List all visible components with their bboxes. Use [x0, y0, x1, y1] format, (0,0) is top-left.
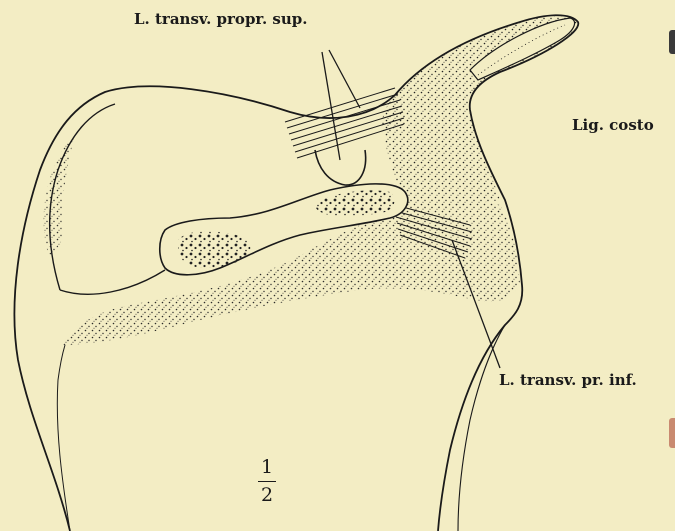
leader-sup-2: [329, 50, 360, 108]
edge-mark-red: [669, 418, 675, 448]
scale-denominator: 2: [252, 486, 282, 505]
descending-line: [458, 325, 505, 531]
shaft-line: [57, 345, 70, 531]
left-stipple: [44, 135, 75, 260]
inner-rim-2: [60, 270, 165, 294]
notch: [315, 150, 366, 185]
edge-mark-dark: [669, 30, 675, 54]
label-lig-costo: Lig. costo: [572, 118, 654, 133]
scale-fraction: 1 2: [252, 458, 282, 505]
label-transv-propr-sup: L. transv. propr. sup.: [134, 12, 307, 27]
fraction-bar: [258, 481, 276, 482]
scale-numerator: 1: [252, 458, 282, 477]
label-transv-pr-inf: L. transv. pr. inf.: [499, 373, 637, 388]
